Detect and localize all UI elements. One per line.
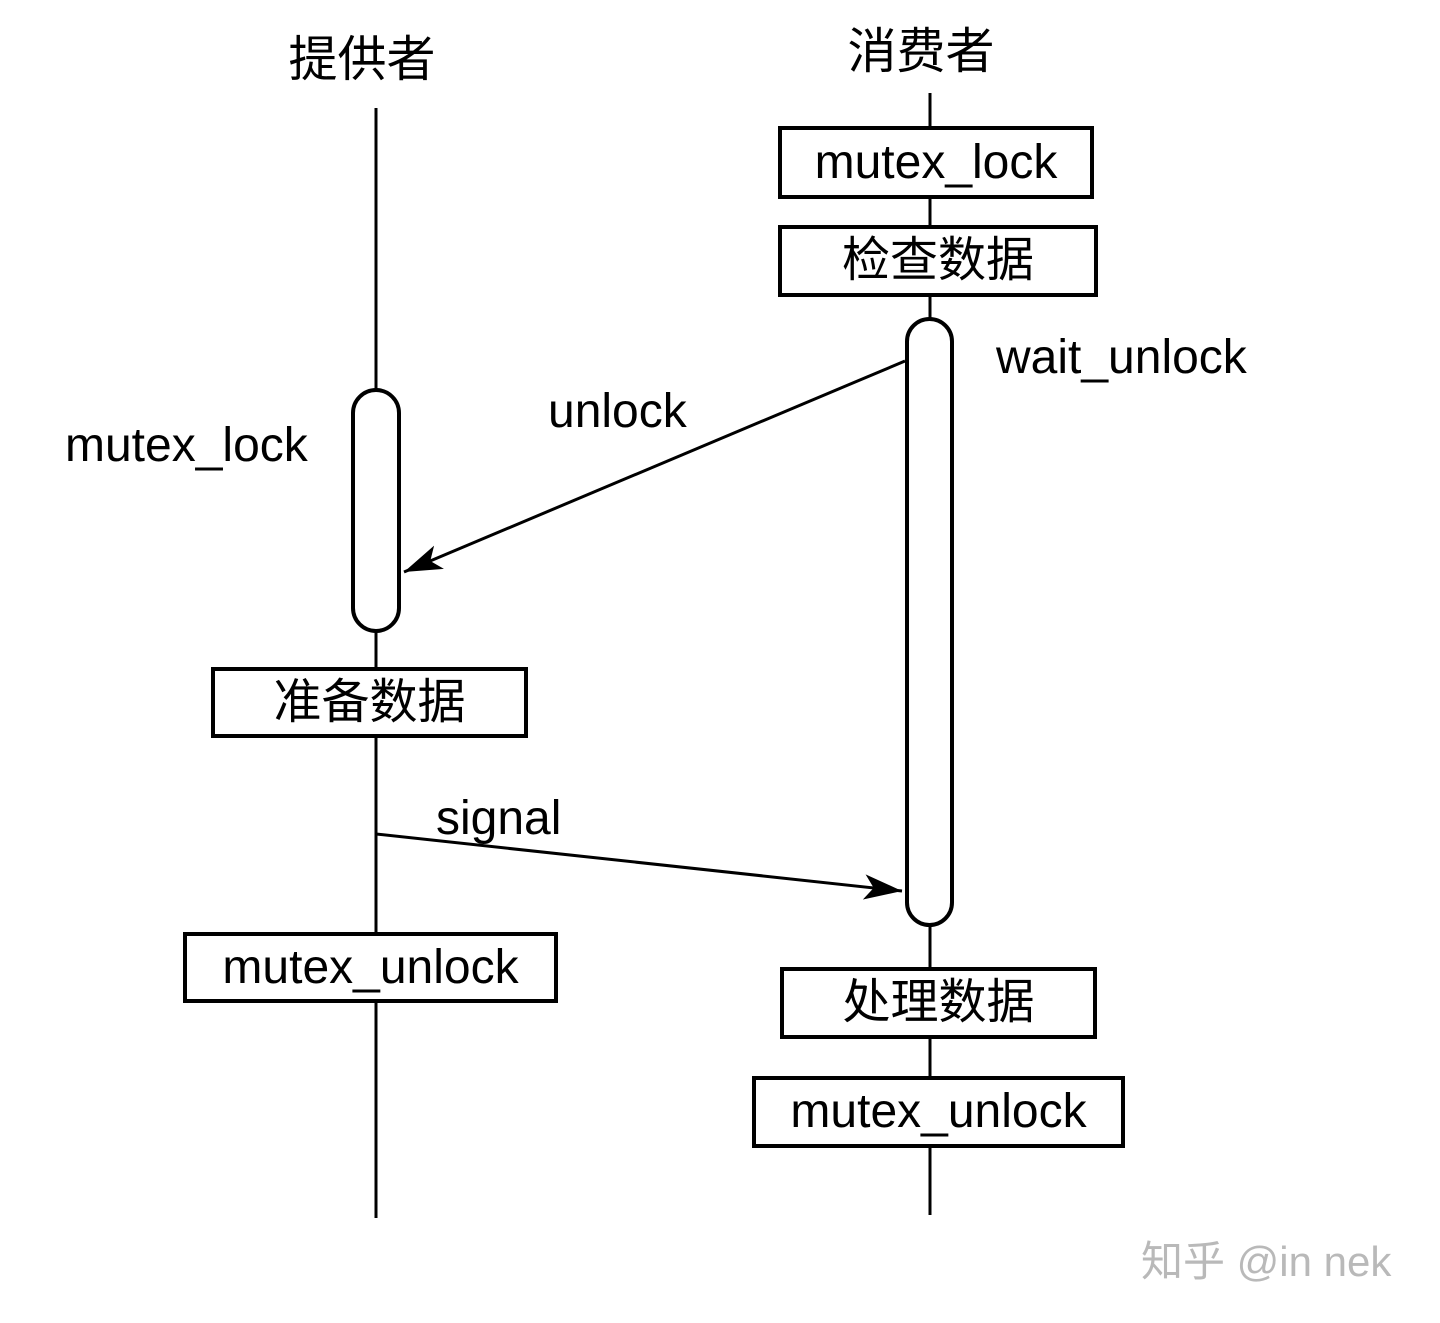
lifeline-title-consumer: 消费者 <box>847 25 995 79</box>
provider-prepare-data-box: 准备数据 <box>211 667 528 738</box>
consumer-process-data-label: 处理数据 <box>842 976 1035 1029</box>
provider-mutex-unlock-label: mutex_unlock <box>222 940 519 994</box>
provider-mutex-unlock-box: mutex_unlock <box>183 932 558 1003</box>
activation-bar-consumer-wait-unlock <box>905 317 954 927</box>
signal-message-label: signal <box>436 792 562 845</box>
provider-activation-label-mutex-lock: mutex_lock <box>65 419 308 472</box>
consumer-activation-label-wait-unlock: wait_unlock <box>996 331 1247 384</box>
consumer-process-data-box: 处理数据 <box>780 967 1097 1039</box>
lifeline-title-provider: 提供者 <box>288 33 436 87</box>
consumer-mutex-unlock-box: mutex_unlock <box>752 1076 1125 1148</box>
unlock-message-arrow <box>403 359 906 574</box>
unlock-message-label: unlock <box>548 385 687 438</box>
consumer-check-data-label: 检查数据 <box>841 234 1034 287</box>
consumer-mutex-unlock-label: mutex_unlock <box>790 1085 1087 1138</box>
signal-message-arrow <box>375 832 903 900</box>
consumer-mutex-lock-label: mutex_lock <box>814 135 1058 189</box>
consumer-mutex-lock-box: mutex_lock <box>778 126 1094 199</box>
activation-bar-provider-mutex-lock <box>351 388 401 633</box>
consumer-check-data-box: 检查数据 <box>778 225 1098 297</box>
provider-prepare-data-label: 准备数据 <box>273 675 466 729</box>
zhihu-watermark: 知乎 @in nek <box>1141 1238 1392 1285</box>
